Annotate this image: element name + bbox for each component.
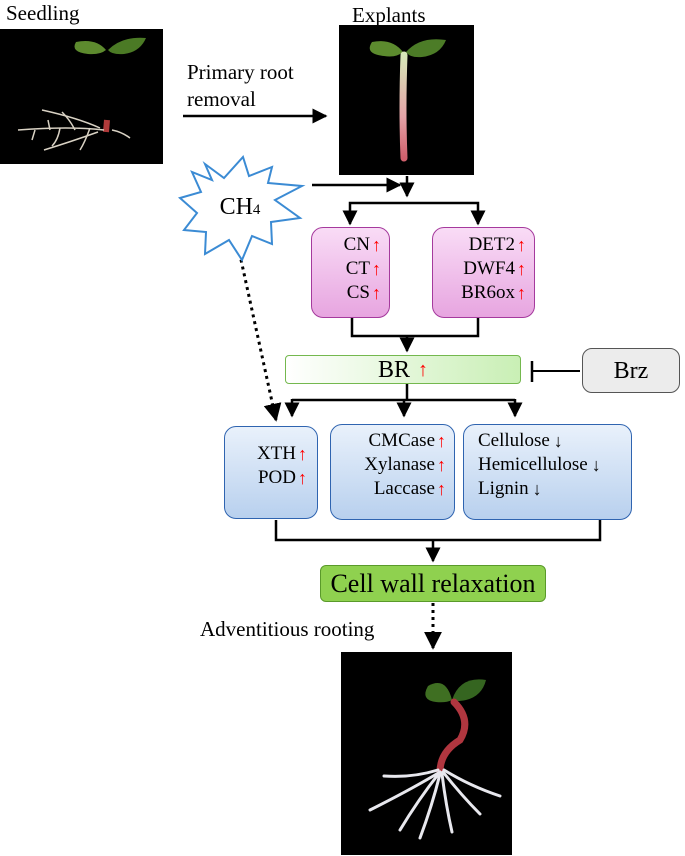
down-arrow-icon: ↓: [532, 479, 542, 499]
list-item: Hemicellulose↓: [478, 454, 627, 476]
list-item: DET2↑: [437, 234, 526, 256]
split-connector: [348, 201, 480, 218]
down-arrow-icon: ↓: [591, 455, 601, 475]
item-label: CT: [345, 258, 370, 279]
adventitious-rooting-label: Adventitious rooting: [200, 617, 375, 641]
brz-label: Brz: [613, 357, 649, 384]
br-box: BR ↑: [285, 355, 521, 384]
br-label: BR: [377, 356, 410, 383]
ch4-main-text: CH: [219, 194, 253, 220]
list-item: DWF4↑: [437, 258, 526, 280]
item-label: Xylanase: [364, 454, 435, 475]
xth-pod-box: XTH↑POD↑: [224, 426, 318, 519]
item-label: DWF4: [463, 258, 515, 279]
cell-wall-relaxation-label: Cell wall relaxation: [330, 568, 536, 598]
ch4-subscript: 4: [252, 202, 261, 218]
up-arrow-icon: ↑: [437, 479, 446, 499]
primary-root-label-line2: removal: [187, 87, 256, 111]
list-item: Xylanase↑: [335, 454, 446, 476]
up-arrow-icon: ↑: [517, 283, 526, 303]
list-item: POD↑: [229, 467, 307, 489]
item-label: Cellulose: [478, 430, 550, 451]
up-arrow-icon: ↑: [437, 431, 446, 451]
list-item: CN↑: [316, 234, 381, 256]
merge-connector: [350, 318, 480, 338]
ch4-star-shape: [177, 155, 306, 263]
br-up-arrow: ↑: [418, 358, 428, 381]
enzyme-activity-box: CMCase↑Xylanase↑Laccase↑: [330, 424, 455, 520]
rooted-seedling-photo: [341, 652, 512, 855]
list-item: Laccase↑: [335, 478, 446, 500]
cell-wall-relaxation-box: Cell wall relaxation: [320, 565, 546, 602]
item-label: CS: [346, 282, 370, 303]
seedling-photo: [0, 29, 163, 164]
biosynthesis-enzymes-box: CN↑CT↑CS↑: [311, 227, 390, 318]
up-arrow-icon: ↑: [517, 235, 526, 255]
ch4-dotted-arrow: [236, 245, 282, 422]
cell-wall-merge-connector: [274, 520, 602, 542]
list-item: CMCase↑: [335, 430, 447, 452]
item-label: Hemicellulose: [478, 454, 588, 475]
up-arrow-icon: ↑: [372, 235, 381, 255]
item-label: POD: [257, 467, 296, 488]
up-arrow-icon: ↑: [298, 468, 307, 488]
item-label: XTH: [256, 443, 296, 464]
up-arrow-icon: ↑: [437, 455, 446, 475]
list-item: CS↑: [316, 282, 381, 304]
explants-label: Explants: [352, 3, 426, 27]
up-arrow-icon: ↑: [517, 259, 526, 279]
list-item: CT↑: [316, 258, 381, 280]
list-item: BR6ox↑: [437, 282, 526, 304]
list-item: Cellulose↓: [478, 430, 627, 452]
up-arrow-icon: ↑: [298, 444, 307, 464]
down-arrow-icon: ↓: [553, 431, 563, 451]
brz-box: Brz: [582, 348, 680, 393]
list-item: XTH↑: [229, 443, 307, 465]
item-label: CMCase: [368, 430, 436, 451]
cell-wall-components-box: Cellulose↓Hemicellulose↓Lignin↓: [463, 424, 632, 520]
item-label: CN: [343, 234, 370, 255]
up-arrow-icon: ↑: [372, 283, 381, 303]
item-label: Lignin: [478, 478, 529, 499]
list-item: Lignin↓: [478, 478, 627, 500]
br-genes-box: DET2↑DWF4↑BR6ox↑: [432, 227, 535, 318]
item-label: BR6ox: [461, 282, 515, 303]
item-label: DET2: [468, 234, 515, 255]
explants-photo: [339, 25, 474, 175]
primary-root-label-line1: Primary root: [187, 60, 294, 84]
seedling-label: Seedling: [6, 1, 80, 25]
up-arrow-icon: ↑: [372, 259, 381, 279]
item-label: Laccase: [373, 478, 435, 499]
